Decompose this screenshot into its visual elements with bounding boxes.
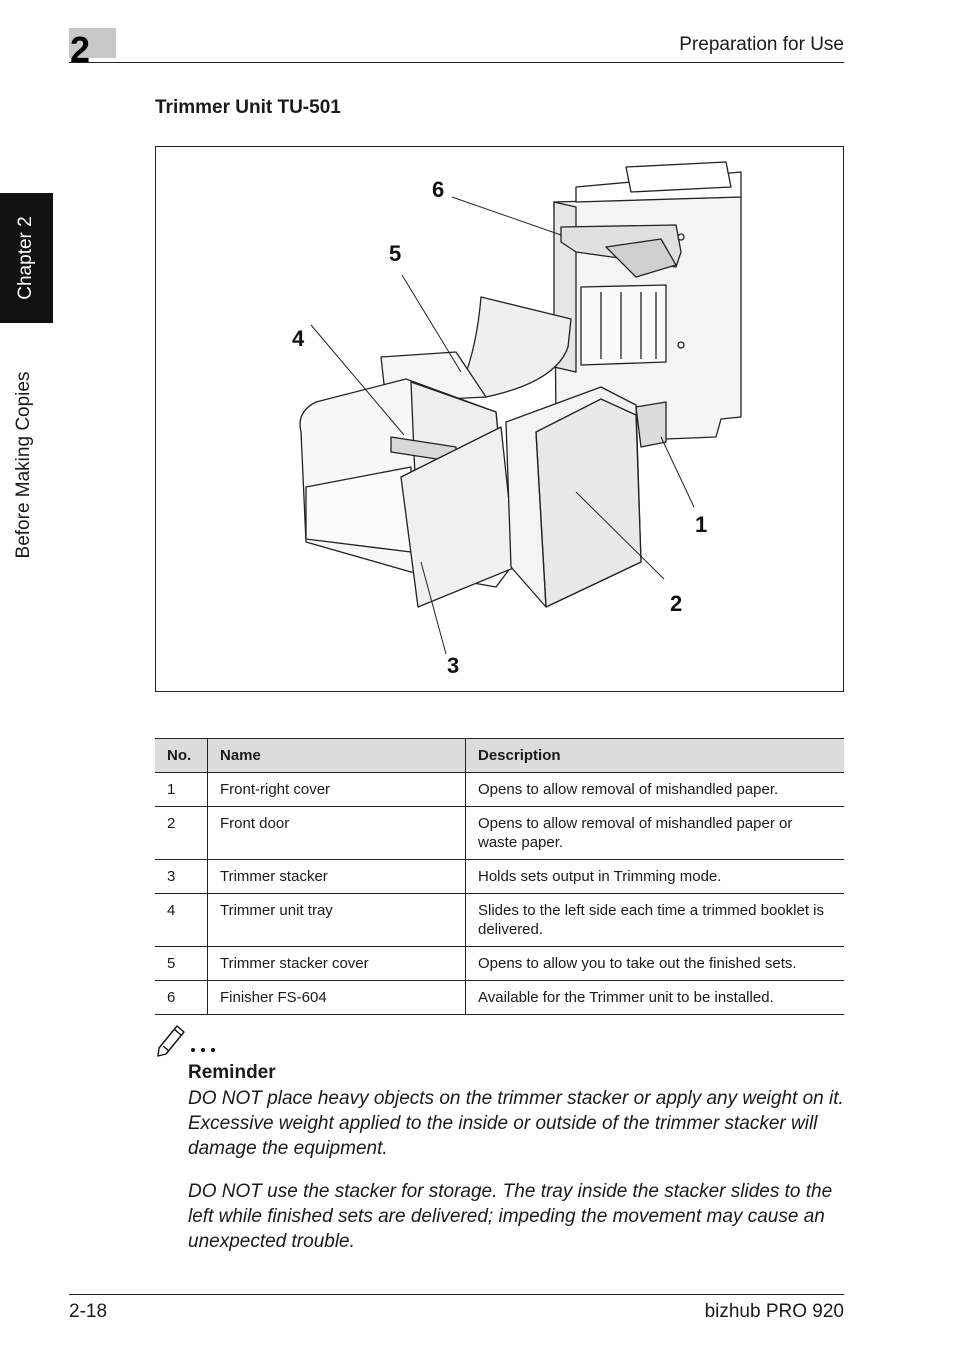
chapter-side-tab <box>0 193 53 323</box>
table-row: 5 Trimmer stacker cover Opens to allow y… <box>155 946 844 981</box>
row-no: 3 <box>155 859 208 894</box>
page-number: 2-18 <box>69 1301 108 1322</box>
table-row: 6 Finisher FS-604 Available for the Trim… <box>155 980 844 1015</box>
trimmer-unit-figure: 6 5 4 1 2 3 <box>155 146 844 692</box>
callout-2: 2 <box>670 591 683 616</box>
callout-1: 1 <box>695 512 708 537</box>
row-description: Opens to allow removal of mishandled pap… <box>465 772 844 807</box>
column-header-description: Description <box>465 738 844 773</box>
row-no: 4 <box>155 893 208 947</box>
trimmer-unit-illustration <box>299 161 742 655</box>
chapter-number-box <box>69 28 116 58</box>
column-header-name: Name <box>207 738 466 773</box>
row-no: 5 <box>155 946 208 981</box>
table-header-row: No. Name Description <box>155 738 844 773</box>
row-description: Available for the Trimmer unit to be ins… <box>465 980 844 1015</box>
header-rule <box>69 62 844 63</box>
reminder-title: Reminder <box>188 1062 276 1083</box>
column-header-no: No. <box>155 738 208 773</box>
callout-3: 3 <box>447 653 460 678</box>
row-name: Finisher FS-604 <box>207 980 466 1015</box>
row-description: Opens to allow removal of mishandled pap… <box>465 806 844 860</box>
side-tab-section-label: Before Making Copies <box>13 371 34 559</box>
row-name: Front-right cover <box>207 772 466 807</box>
table-row: 1 Front-right cover Opens to allow remov… <box>155 772 844 807</box>
row-description: Holds sets output in Trimming mode. <box>465 859 844 894</box>
reminder-paragraph: DO NOT place heavy objects on the trimme… <box>188 1088 844 1159</box>
row-name: Trimmer stacker cover <box>207 946 466 981</box>
footer-rule <box>69 1294 844 1295</box>
callout-6: 6 <box>432 177 445 202</box>
table-row: 2 Front door Opens to allow removal of m… <box>155 806 844 860</box>
row-description: Slides to the left side each time a trim… <box>465 893 844 947</box>
row-no: 6 <box>155 980 208 1015</box>
row-name: Trimmer stacker <box>207 859 466 894</box>
row-name: Front door <box>207 806 466 860</box>
product-name: bizhub PRO 920 <box>704 1301 844 1322</box>
callout-5: 5 <box>389 241 402 266</box>
row-name: Trimmer unit tray <box>207 893 466 947</box>
table-row: 4 Trimmer unit tray Slides to the left s… <box>155 893 844 947</box>
callout-4: 4 <box>292 326 305 351</box>
section-heading: Trimmer Unit TU-501 <box>155 97 341 118</box>
row-no: 1 <box>155 772 208 807</box>
header-title: Preparation for Use <box>679 34 844 55</box>
row-no: 2 <box>155 806 208 860</box>
pencil-note-icon <box>155 1018 225 1058</box>
table-row: 3 Trimmer stacker Holds sets output in T… <box>155 859 844 894</box>
reminder-paragraph: DO NOT use the stacker for storage. The … <box>188 1181 833 1252</box>
parts-table: No. Name Description 1 Front-right cover… <box>155 738 844 1015</box>
chapter-number: 2 <box>70 29 91 70</box>
side-tab-chapter-label: Chapter 2 <box>15 216 36 300</box>
row-description: Opens to allow you to take out the finis… <box>465 946 844 981</box>
